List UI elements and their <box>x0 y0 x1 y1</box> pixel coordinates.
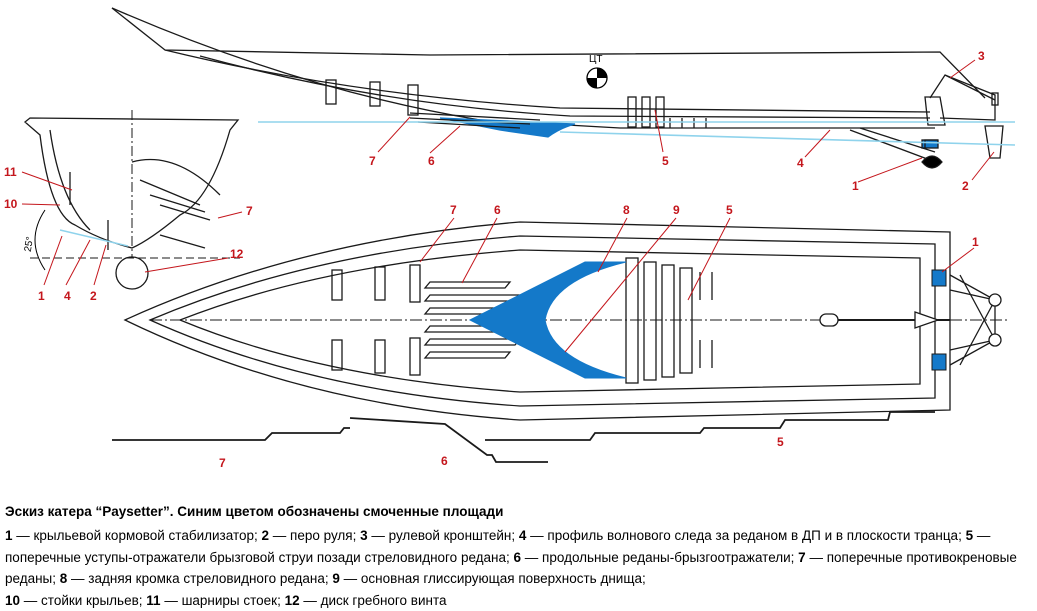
side-label-1: 1 <box>852 179 859 193</box>
caption-legend: 1 — крыльевой кормовой стабилизатор; 2 —… <box>5 525 1033 611</box>
legend-number: 4 <box>518 528 527 543</box>
angle-label: 25° <box>23 236 36 253</box>
cg-symbol: ЦТ <box>586 54 608 89</box>
boat-sketch: ЦТ 3 7 6 5 4 1 2 25° <box>4 7 1016 470</box>
legend-text: — поперечные противокреновые реданы; <box>5 549 1017 587</box>
section-label-2: 2 <box>90 289 97 303</box>
legend-number: 12 <box>284 592 300 608</box>
stabilizer-foil-bottom <box>931 353 947 371</box>
plan-label-8: 8 <box>623 203 630 217</box>
section-leaders <box>21 171 243 286</box>
plan-view <box>123 221 1010 421</box>
plan-leaders <box>419 217 975 353</box>
legend-text: — диск гребного винта <box>299 592 447 608</box>
plan-label-5: 5 <box>726 203 733 217</box>
legend-text: — задняя кромка стреловидного редана; <box>67 571 333 586</box>
cg-label: ЦТ <box>589 54 603 65</box>
profile-label-7: 7 <box>219 456 226 470</box>
legend-text: — профиль волнового следа за реданом в Д… <box>526 528 966 543</box>
wetted-area-plan <box>468 261 627 379</box>
side-label-2: 2 <box>962 179 969 193</box>
legend-number: 5 <box>965 528 974 543</box>
plan-label-9: 9 <box>673 203 680 217</box>
legend-number: 6 <box>513 549 522 565</box>
legend-number: 9 <box>332 571 340 586</box>
side-label-5: 5 <box>662 154 669 168</box>
section-label-12: 12 <box>230 247 244 261</box>
side-leaders <box>377 59 995 183</box>
legend-text: — продольные реданы-брызгоотражатели; <box>521 549 799 565</box>
legend-number: 2 <box>261 528 270 543</box>
wake-profile <box>559 131 1016 146</box>
legend-number: 10 <box>5 592 21 608</box>
legend-number: 11 <box>146 592 161 608</box>
legend-text: — основная глиссирующая поверхность днищ… <box>339 571 646 586</box>
legend-text: — рулевой кронштейн; <box>367 528 519 543</box>
legend-number: 1 <box>5 528 13 543</box>
legend-number: 8 <box>59 571 68 586</box>
section-view <box>23 110 240 290</box>
side-label-7: 7 <box>369 154 376 168</box>
section-dim-arc <box>34 209 46 271</box>
section-label-1: 1 <box>38 289 45 303</box>
section-waterline <box>59 229 129 247</box>
section-label-10: 10 <box>4 197 18 211</box>
legend-text: — поперечные уступы-отражатели брызговой… <box>5 528 991 565</box>
profile-label-6: 6 <box>441 454 448 468</box>
section-label-11: 11 <box>4 165 17 179</box>
legend-text: — перо руля; <box>269 528 361 543</box>
stabilizer-foil-top <box>931 269 947 287</box>
legend-number: 3 <box>360 528 368 543</box>
section-label-4: 4 <box>64 289 71 303</box>
caption-title: Эскиз катера “Paysetter”. Синим цветом о… <box>5 504 504 519</box>
legend-text: — стойки крыльев; <box>20 592 147 608</box>
side-view <box>111 7 1004 169</box>
side-label-6: 6 <box>428 154 435 168</box>
side-label-4: 4 <box>797 156 804 170</box>
figure-caption: Эскиз катера “Paysetter”. Синим цветом о… <box>5 502 1033 611</box>
legend-number: 7 <box>798 549 806 565</box>
legend-text: — крыльевой кормовой стабилизатор; <box>12 528 262 543</box>
legend-text: — шарниры стоек; <box>160 592 285 608</box>
plan-label-7: 7 <box>450 203 457 217</box>
step-profiles <box>112 411 935 463</box>
side-label-3: 3 <box>978 49 985 63</box>
profile-label-5: 5 <box>777 435 784 449</box>
plan-label-1: 1 <box>972 235 979 249</box>
plan-label-6: 6 <box>494 203 501 217</box>
section-label-7: 7 <box>246 204 253 218</box>
